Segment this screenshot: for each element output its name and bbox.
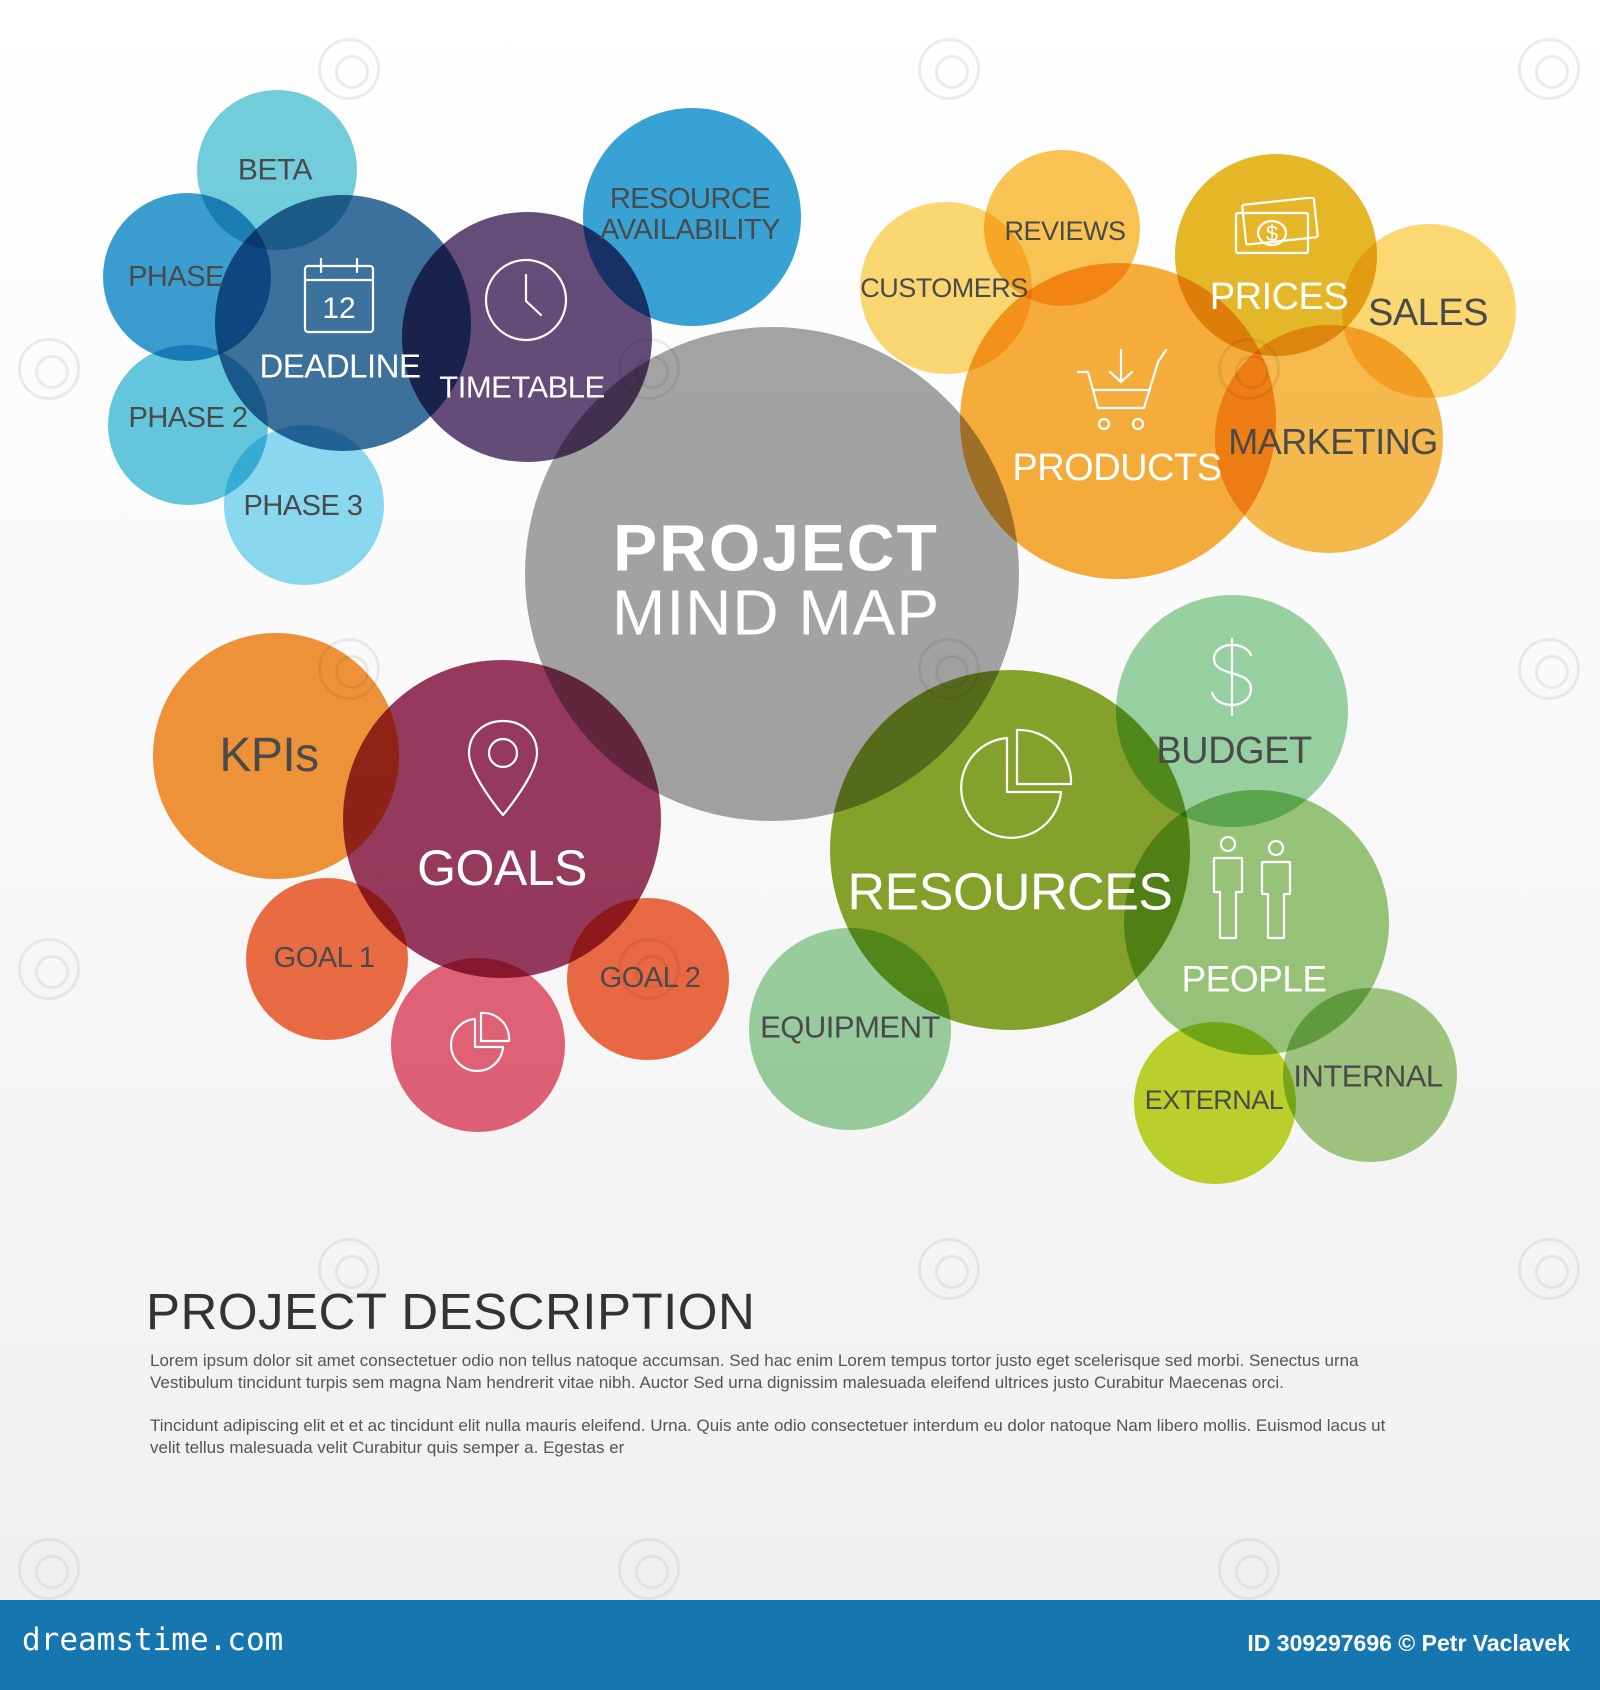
beta-label: BETA: [237, 153, 313, 187]
footer-bar: dreamstime.com ID 309297696 © Petr Vacla…: [0, 1600, 1600, 1690]
mind-map-diagram: 12 $ BETA PHASE: [103, 90, 1516, 1184]
deadline-label: DEADLINE: [259, 347, 421, 385]
pie-chart-icon: [449, 1011, 511, 1073]
money-bill-symbol: $: [1266, 221, 1278, 246]
watermark-icon: [318, 38, 380, 100]
phase-label: PHASE: [128, 260, 224, 293]
resources-label: RESOURCES: [847, 863, 1173, 922]
watermark-icon: [318, 1238, 380, 1300]
goal-pie-bubble: [391, 958, 565, 1132]
people-icon: [1212, 835, 1292, 940]
external-bubble: [1134, 1022, 1296, 1184]
marketing-bubble: [1215, 325, 1443, 553]
people-label: PEOPLE: [1181, 958, 1327, 1000]
project-description-title: PROJECT DESCRIPTION: [146, 1283, 756, 1340]
internal-label: INTERNAL: [1293, 1058, 1443, 1094]
dollar-icon: [1210, 637, 1253, 717]
calendar-icon: 12: [303, 257, 375, 334]
watermark-icon: [618, 1538, 680, 1600]
watermark-icon: [1518, 38, 1580, 100]
watermark-icon: [1218, 1538, 1280, 1600]
resource-availability-label-line1: RESOURCE: [609, 182, 771, 215]
watermark-icon: [18, 1538, 80, 1600]
clock-icon: [484, 258, 568, 342]
watermark-icon: [18, 938, 80, 1000]
money-bill-icon: $: [1234, 197, 1319, 255]
goal1-label: GOAL 1: [273, 941, 375, 974]
equipment-label: EQUIPMENT: [760, 1009, 940, 1045]
goal2-label: GOAL 2: [599, 961, 701, 994]
marketing-label: MARKETING: [1228, 421, 1438, 463]
customers-label: CUSTOMERS: [860, 272, 1028, 303]
watermark-icon: [18, 338, 80, 400]
pie-chart-icon: [960, 728, 1073, 839]
map-pin-icon: [467, 719, 539, 817]
timetable-label: TIMETABLE: [439, 369, 605, 405]
goals-bubble: [343, 660, 661, 978]
kpis-label: KPIs: [219, 728, 319, 782]
calendar-number: 12: [322, 292, 355, 325]
watermark-icon: [1518, 1238, 1580, 1300]
watermark-icon: [918, 1238, 980, 1300]
phase3-label: PHASE 3: [243, 489, 364, 522]
external-label: EXTERNAL: [1144, 1084, 1284, 1115]
footer-credit: ID 309297696 © Petr Vaclavek: [1247, 1630, 1570, 1656]
phase2-label: PHASE 2: [128, 401, 249, 434]
products-label: PRODUCTS: [1012, 447, 1222, 490]
budget-label: BUDGET: [1156, 730, 1312, 773]
watermark-icon: [1518, 638, 1580, 700]
phase3-bubble: [224, 425, 384, 585]
goals-label: GOALS: [417, 839, 587, 896]
reviews-label: REVIEWS: [1004, 215, 1126, 246]
resources-bubble: [830, 670, 1190, 1030]
description-paragraph-2: Tincidunt adipiscing elit et et ac tinci…: [150, 1416, 1386, 1457]
center-title-line2: MIND MAP: [612, 576, 940, 649]
sales-label: SALES: [1367, 292, 1489, 335]
internal-bubble: [1283, 988, 1457, 1162]
watermark-icon: [918, 38, 980, 100]
center-title-line1: PROJECT: [613, 510, 939, 585]
shopping-cart-icon: [1076, 348, 1168, 431]
prices-label: PRICES: [1209, 276, 1349, 319]
resource-availability-label-line2: AVAILABILITY: [600, 213, 780, 246]
footer-brand: dreamstime.com: [22, 1622, 284, 1658]
description-paragraph-1: Lorem ipsum dolor sit amet consectetuer …: [150, 1351, 1359, 1392]
